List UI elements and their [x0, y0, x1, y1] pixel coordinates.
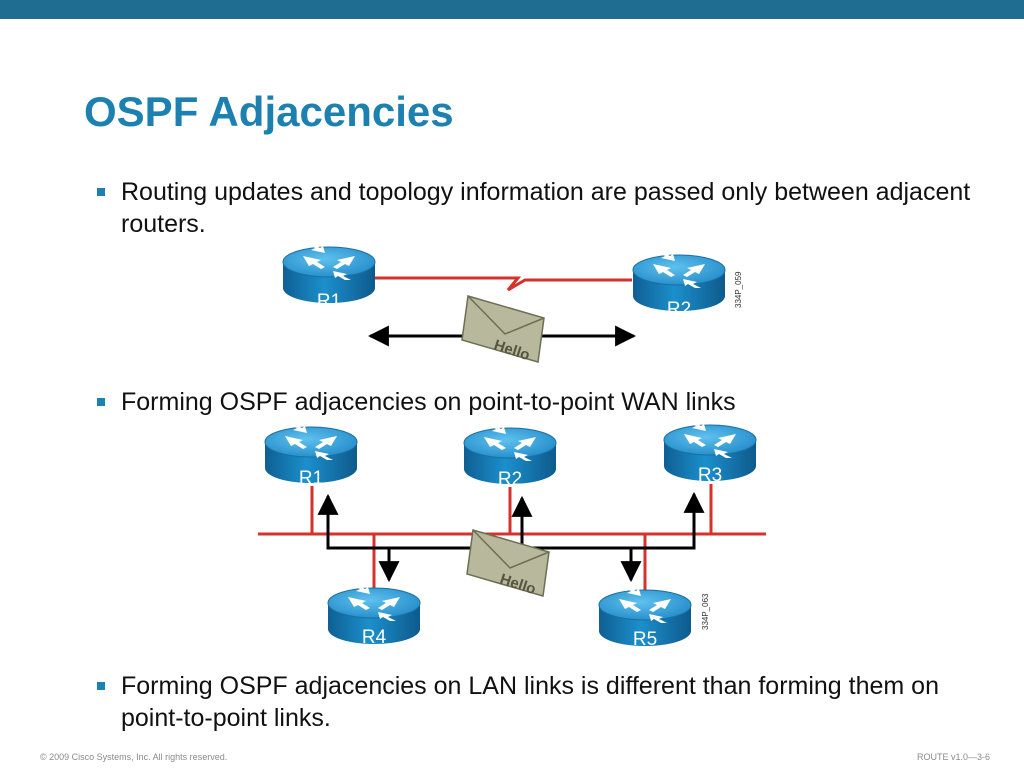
- bullet-text: Routing updates and topology information…: [121, 178, 971, 238]
- bullet-adjacent-routers: Routing updates and topology information…: [97, 176, 981, 240]
- bullet-text: Forming OSPF adjacencies on LAN links is…: [121, 672, 939, 732]
- bullet-square-icon: [97, 682, 105, 690]
- page-title: OSPF Adjacencies: [84, 88, 454, 135]
- bullet-lan-links: Forming OSPF adjacencies on LAN links is…: [97, 670, 981, 734]
- footer-copyright: © 2009 Cisco Systems, Inc. All rights re…: [40, 752, 228, 762]
- figure-code: 334P_063: [701, 593, 710, 630]
- router-label: R3: [698, 465, 722, 486]
- wan-diagram: R1 R2 Hello 334P_059: [282, 243, 743, 364]
- bullet-text: Forming OSPF adjacencies on point-to-poi…: [121, 388, 736, 416]
- lan-diagram: R1 R2 R3 R4 R5 Hello 334P_063: [258, 421, 766, 650]
- lan-links: [258, 484, 766, 592]
- bullet-point-to-point: Forming OSPF adjacencies on point-to-poi…: [97, 386, 981, 418]
- router-label: R2: [498, 469, 522, 490]
- top-bar: [0, 0, 1024, 19]
- router-label: R2: [667, 299, 691, 320]
- figure-code: 334P_059: [734, 271, 743, 308]
- bullet-square-icon: [97, 398, 105, 406]
- router-label: R1: [299, 468, 323, 489]
- router-label: R5: [633, 629, 657, 650]
- footer-course-ref: ROUTE v1.0—3-6: [916, 752, 990, 762]
- router-label: R1: [317, 291, 341, 312]
- bullet-square-icon: [97, 188, 105, 196]
- wan-serial-link: [375, 276, 632, 292]
- router-label: R4: [362, 627, 387, 648]
